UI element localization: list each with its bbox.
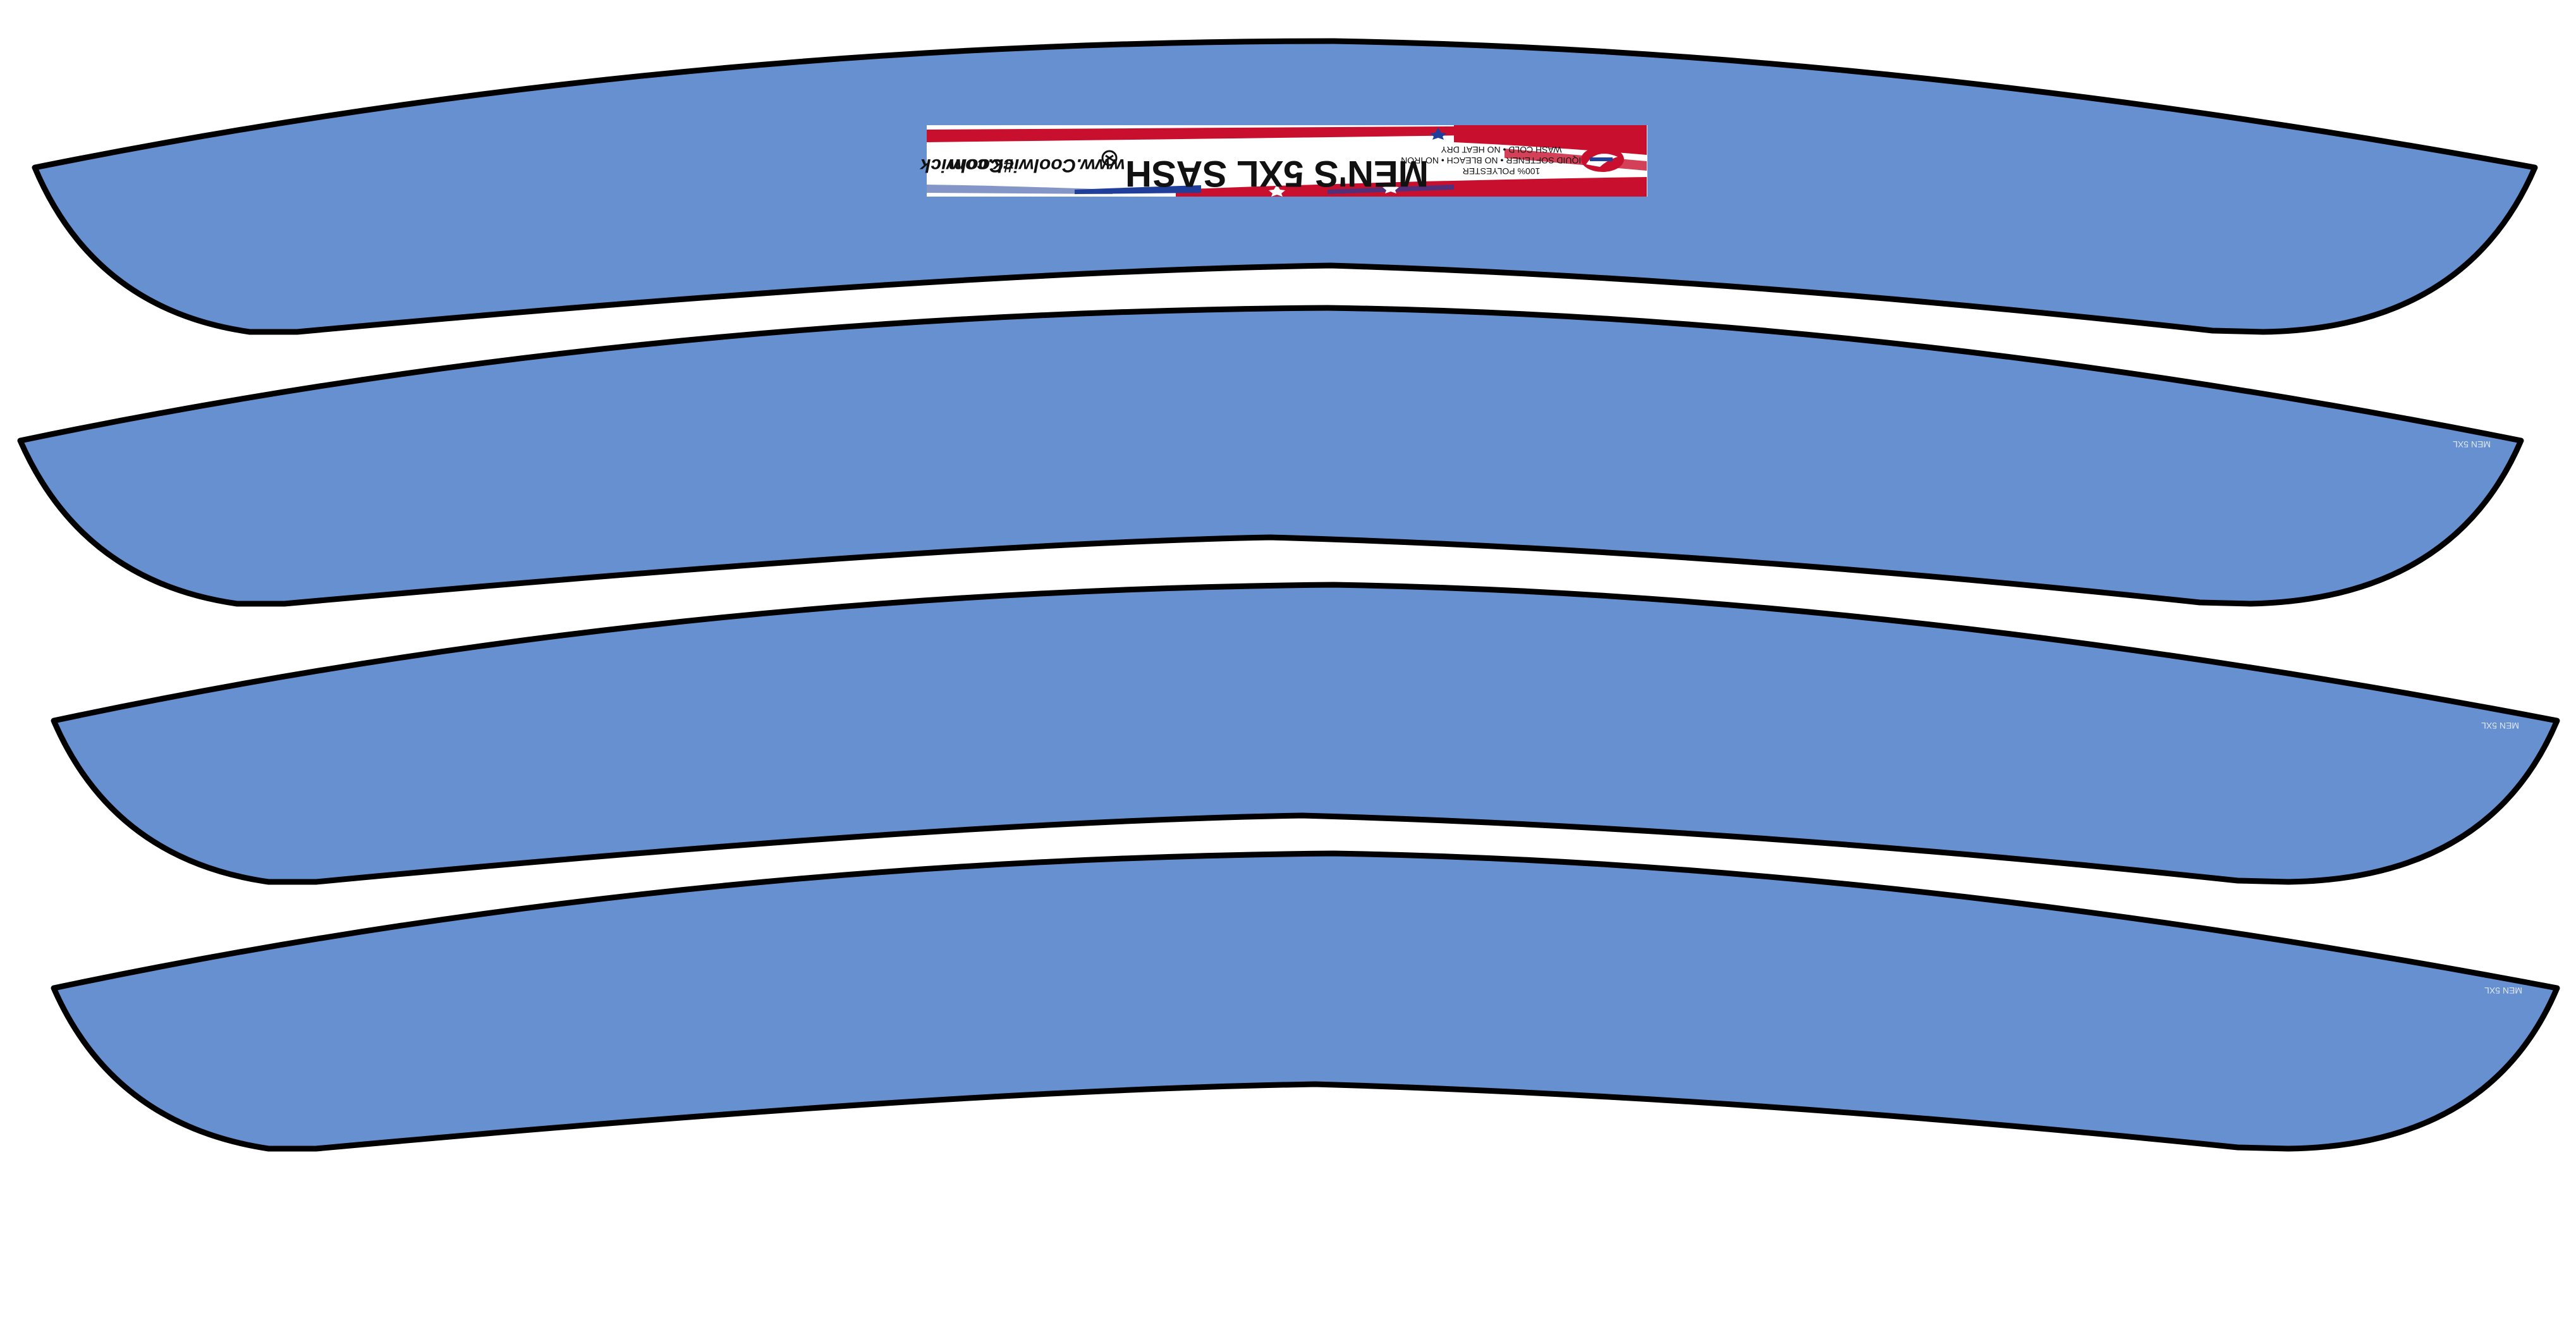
sash-panel-2[interactable] xyxy=(17,305,2524,607)
sash-panel-4[interactable] xyxy=(51,850,2560,1152)
care-line-3: WASH COLD • NO HEAT DRY xyxy=(1441,145,1562,155)
label-title: MEN'S 5XL SASH xyxy=(1125,153,1429,194)
label-website: www.Coolwick.com xyxy=(949,155,1125,176)
care-line-2: NO LIQUID SOFTENER • NO BLEACH • NO IRON xyxy=(1401,156,1602,166)
sash-label-tag: MEN'S 5XL SASH www.Coolwick.com #Coolwic… xyxy=(919,125,1647,197)
coolwick-logo-icon xyxy=(1101,150,1118,166)
sash-panel-3[interactable] xyxy=(51,582,2560,885)
size-mark-panel-3: MEN 5XL xyxy=(2481,721,2519,731)
size-mark-panel-2: MEN 5XL xyxy=(2453,439,2491,449)
care-line-1: 100% POLYESTER xyxy=(1463,166,1541,176)
label-hashtag: #Coolwick xyxy=(919,155,1014,176)
size-mark-panel-4: MEN 5XL xyxy=(2484,986,2522,996)
brand-badge-icon xyxy=(1581,147,1624,172)
